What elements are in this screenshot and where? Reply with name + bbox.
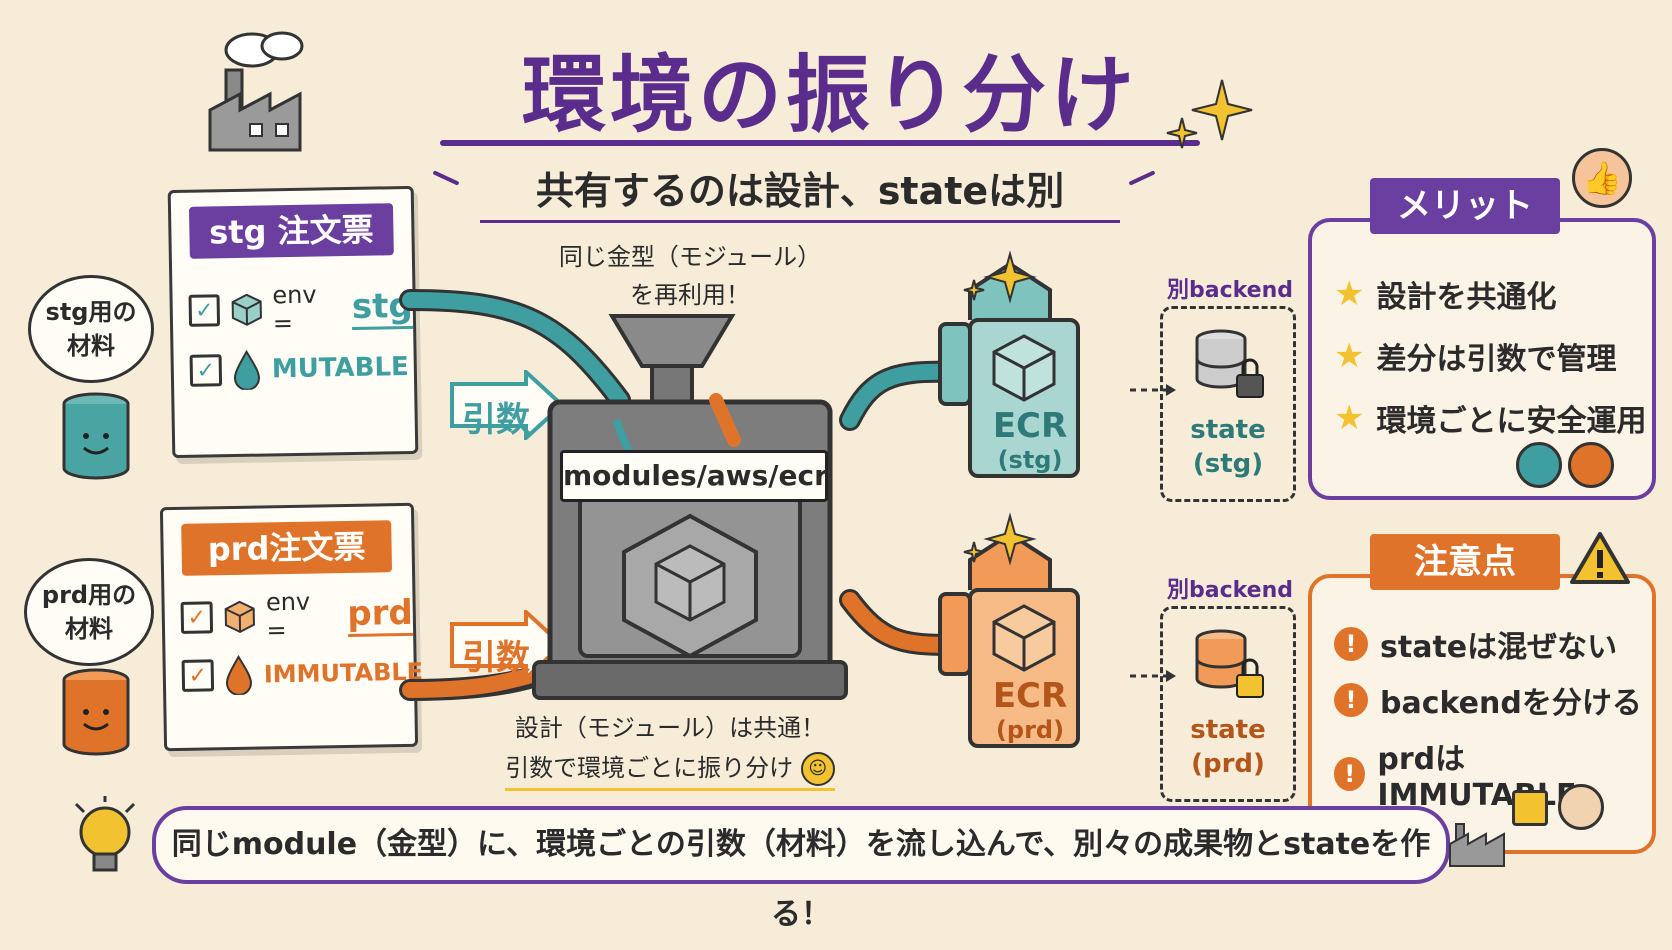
exclamation-icon: !: [1334, 683, 1368, 717]
droplet-icon: [233, 349, 260, 391]
prd-order-card: prd注文票 ✓ env = prd ✓ IMMUTABLE: [159, 502, 423, 752]
summary-banner: 同じmodule（金型）に、環境ごとの引数（材料）を流し込んで、別々の成果物とs…: [152, 806, 1450, 932]
merit-item: ★ 差分は引数で管理: [1334, 334, 1616, 378]
merit-text: 差分は引数で管理: [1376, 342, 1617, 377]
merit-text: 環境ごとに安全運用: [1376, 404, 1647, 439]
exclamation-icon: !: [1334, 627, 1368, 661]
sparkle-icon: [963, 512, 1037, 566]
merit-text: 設計を共通化: [1376, 280, 1557, 315]
stg-material-line: stg用の: [45, 298, 137, 326]
merit-item: ★ 環境ごとに安全運用: [1334, 396, 1646, 440]
stg-arg-label: 引数: [462, 400, 530, 440]
smiley-icon: ☺: [800, 752, 835, 786]
prd-env-row: ✓ env = prd: [180, 586, 414, 646]
stg-backend-label: 別backend: [1166, 278, 1293, 303]
stg-state-box: state (stg): [1160, 306, 1296, 502]
design-note-line: 設計（モジュール）は共通！: [514, 714, 826, 742]
stg-state-title: state: [1190, 415, 1266, 445]
cube-icon: [224, 600, 255, 633]
star-icon: ★: [1334, 398, 1365, 438]
merits-title: メリット: [1370, 178, 1560, 234]
prd-backend-label: 別backend: [1166, 578, 1293, 603]
module-path-label: modules/aws/ecr: [560, 450, 828, 502]
stg-state-env: (stg): [1192, 449, 1264, 479]
caution-item: ! prdは IMMUTABLE: [1334, 734, 1652, 813]
lightbulb-icon: [74, 796, 136, 872]
caution-item: ! stateは混ぜない: [1334, 622, 1617, 666]
factory-icon: [208, 31, 304, 152]
sparkle-icon: [963, 250, 1037, 304]
prd-ecr-title: ECR: [992, 676, 1068, 716]
worried-face-icon: [1558, 784, 1604, 830]
caution-item: ! backendを分ける: [1334, 678, 1642, 722]
stg-material-bubble: stg用の 材料: [28, 275, 154, 383]
prd-material-line: prd用の: [41, 581, 137, 609]
prd-state-title: state: [1190, 715, 1266, 745]
merit-item: ★ 設計を共通化: [1334, 272, 1556, 316]
exclamation-icon: !: [1334, 756, 1366, 791]
stg-ecr-env: (stg): [997, 446, 1063, 474]
star-icon: ★: [1334, 274, 1365, 314]
sparkle-icon: [1166, 79, 1253, 149]
design-note: 設計（モジュール）は共通！ 引数で環境ごとに振り分け ☺: [480, 708, 860, 791]
stg-material-line: 材料: [67, 332, 115, 360]
prd-state-box: state (prd): [1160, 606, 1296, 802]
prd-state-env: (prd): [1191, 749, 1265, 779]
prd-ecr-env: (prd): [995, 716, 1065, 744]
cube-icon: [231, 293, 262, 326]
stg-mutability-row: ✓ MUTABLE: [189, 347, 409, 391]
warning-icon: [1570, 532, 1630, 584]
smiley-icon: [1568, 442, 1614, 488]
factory-icon: [1449, 823, 1505, 867]
stg-env-row: ✓ env = stg: [188, 279, 414, 339]
title-underline: [440, 140, 1200, 146]
design-note-text: 引数で環境ごとに振り分け: [505, 754, 794, 782]
prd-ecr-box-icon: [938, 531, 1080, 748]
reuse-note-line: 同じ金型（モジュール）: [558, 243, 822, 271]
database-lock-icon: [1195, 329, 1264, 398]
stg-ecr-title: ECR: [992, 406, 1068, 446]
thumbs-up-icon: 👍: [1572, 148, 1632, 208]
cautions-title: 注意点: [1370, 534, 1560, 590]
prd-barrel-icon: [62, 668, 130, 756]
star-icon: ★: [1334, 336, 1365, 376]
reuse-note: 同じ金型（モジュール） を再利用！: [540, 238, 840, 314]
stg-arg-arrow-icon: [450, 370, 565, 440]
prd-arg-label: 引数: [462, 638, 530, 678]
lock-icon: [1512, 790, 1548, 826]
caution-text: stateは混ぜない: [1380, 630, 1618, 665]
stg-order-card: stg 注文票 ✓ env = stg ✓ MUTABLE: [167, 185, 419, 459]
merits-panel: ★ 設計を共通化 ★ 差分は引数で管理 ★ 環境ごとに安全運用: [1308, 218, 1656, 500]
page-title: 環境の振り分け: [521, 46, 1138, 144]
prd-material-bubble: prd用の 材料: [24, 558, 154, 666]
subtitle: 共有するのは設計、stateは別: [535, 169, 1065, 213]
mold-machine-icon: [532, 314, 848, 700]
database-lock-icon: [1195, 629, 1264, 698]
reuse-note-line: を再利用！: [630, 281, 750, 309]
prd-mutability-row: ✓ IMMUTABLE: [181, 652, 423, 696]
droplet-icon: [225, 654, 252, 696]
smiley-icon: [1516, 442, 1562, 488]
subtitle-underline: [480, 220, 1120, 223]
prd-material-line: 材料: [65, 615, 113, 643]
design-note-line: 引数で環境ごとに振り分け ☺: [505, 748, 835, 791]
stg-barrel-icon: [62, 392, 130, 480]
caution-text: backendを分ける: [1380, 686, 1642, 721]
